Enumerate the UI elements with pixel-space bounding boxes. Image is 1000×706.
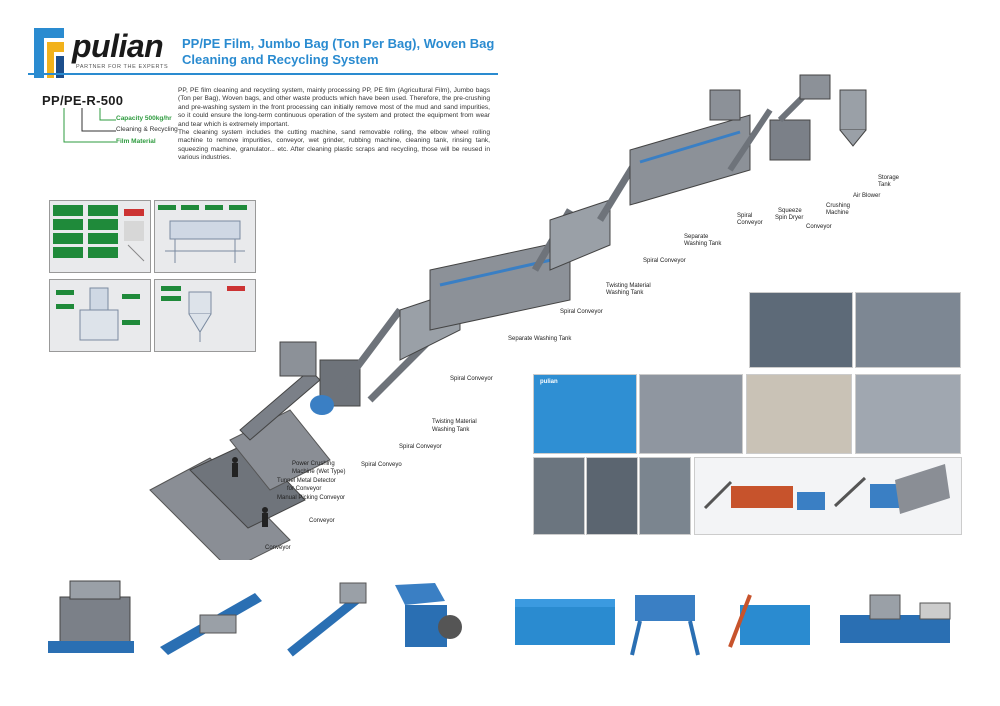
callout-twisting-2b: Washing Tank (606, 290, 644, 296)
machine-pelletizer (840, 594, 951, 643)
title-divider (28, 73, 498, 75)
machine-float-tank (728, 594, 810, 648)
callout-storage-a: Storage (878, 175, 900, 181)
callout-crushing-a: Crushing (826, 203, 851, 209)
material-label: Film Material (116, 138, 156, 145)
machine-crusher (395, 583, 462, 647)
brand-tagline: PARTNER FOR THE EXPERTS (76, 64, 169, 70)
callout-metal-detector-2: for Conveyor (287, 486, 322, 492)
machine-washing-tank (630, 595, 700, 656)
model-code-brackets (63, 108, 116, 143)
photo-film-waste (639, 374, 743, 454)
callout-conveyor-3: Conveyor (806, 224, 832, 230)
callout-crushing-b: Machine (826, 210, 849, 216)
callout-twisting-1b: Washing Tank (432, 427, 470, 433)
description-paragraph-2: The cleaning system includes the cutting… (178, 129, 490, 162)
callout-squeeze-a: Squeeze (778, 208, 802, 214)
callout-air-blower: Air Blower (853, 193, 881, 199)
photo-jumbo-bags (746, 374, 852, 454)
machine-friction-washer (515, 599, 615, 645)
hmi-screen-4 (154, 279, 256, 352)
photo-plant-3 (639, 457, 691, 535)
machine-shredder (48, 580, 134, 653)
page-title: PP/PE Film, Jumbo Bag (Ton Per Bag), Wov… (182, 36, 495, 67)
callout-separate-1: Separate Washing Tank (508, 336, 572, 342)
machine-screw-conveyor (287, 582, 367, 657)
photo-workers-line-1 (749, 292, 853, 368)
callout-power-crushing-2: Machine (Wet Type) (292, 469, 346, 475)
capacity-label: Capacity 500kg/hr (116, 115, 172, 122)
callout-storage-b: Tank (878, 182, 891, 188)
model-code: PP/PE-R-500 (42, 93, 124, 108)
process-line-illustration (149, 74, 867, 560)
process-label: Cleaning & Recycling (116, 126, 178, 133)
callout-spiral-conveyor-1: Spiral Conveyor (399, 444, 442, 450)
callout-squeeze-b: Spin Dryer (775, 215, 804, 221)
callout-spiral-5b: Conveyor (737, 220, 763, 226)
callout-manual-picking: Manual Picking Conveyor (277, 495, 346, 501)
photo-flakes-in-hand (855, 374, 961, 454)
hmi-screen-3 (49, 279, 151, 352)
description-paragraph-1: PP, PE film cleaning and recycling syste… (178, 87, 490, 128)
description: PP, PE film cleaning and recycling syste… (178, 87, 490, 163)
equipment-strip (48, 580, 951, 657)
callout-spiral-conveyor-3: Spiral Conveyor (560, 309, 603, 315)
photo-brand-label: pulian (540, 379, 558, 385)
hmi-screen-2 (154, 200, 256, 273)
callout-spiral-conveyor-2: Spiral Conveyor (450, 376, 493, 382)
photo-washing-machine: pulian (533, 374, 637, 454)
photo-workers-line-2 (855, 292, 961, 368)
callout-separate-2a: Separate (684, 234, 709, 240)
machine-belt-conveyor (160, 593, 262, 655)
pulian-logo-icon (30, 24, 68, 82)
callout-spiral-conveyo: Spiral Conveyo (361, 462, 402, 468)
callout-spiral-conveyor-4: Spiral Conveyor (643, 258, 686, 264)
callout-power-crushing-1: Power Crushing (292, 461, 335, 467)
callout-conveyor-1: Conveyor (265, 545, 291, 551)
callout-conveyor-2: Conveyor (309, 518, 335, 524)
callout-metal-detector-1: Tunnel Metal Detector (277, 478, 336, 484)
callout-twisting-2a: Twisting Material (606, 283, 651, 289)
photo-washing-line (694, 457, 962, 535)
photo-plant-2 (586, 457, 638, 535)
hmi-screen-1 (49, 200, 151, 273)
callout-separate-2b: Washing Tank (684, 241, 722, 247)
brand-name: pulian (72, 28, 164, 64)
callout-twisting-1a: Twisting Material (432, 419, 477, 425)
callout-spiral-5a: Spiral (737, 213, 753, 219)
photo-plant-1 (533, 457, 585, 535)
